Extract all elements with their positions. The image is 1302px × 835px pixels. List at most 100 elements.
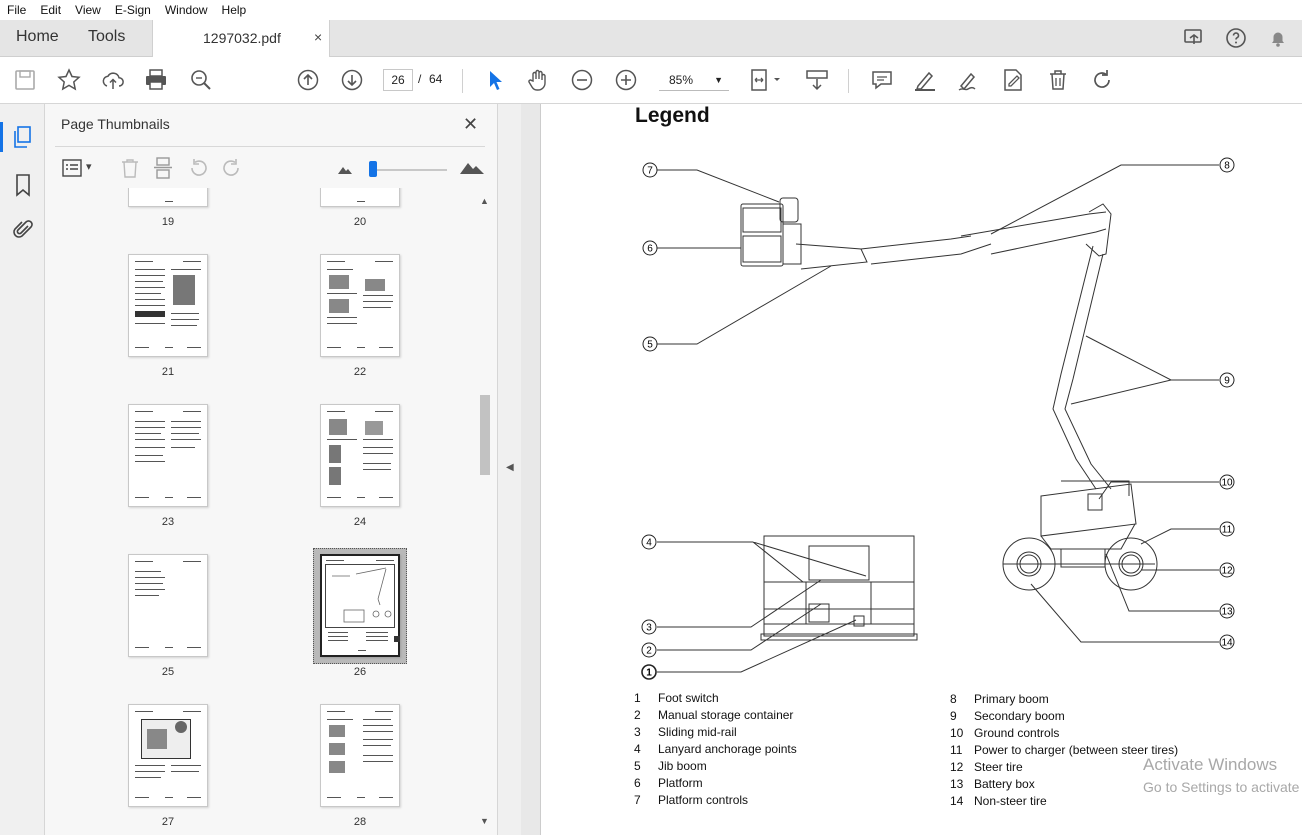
thumbnail-page-26[interactable] — [320, 554, 400, 657]
menu-view[interactable]: View — [75, 3, 101, 17]
rail-active-indicator — [0, 122, 3, 152]
rotate-right-icon[interactable] — [221, 157, 243, 179]
menu-esign[interactable]: E-Sign — [114, 3, 151, 17]
viewer-gutter — [521, 104, 541, 835]
page-thumbnails-panel: Page Thumbnails ✕ ▾ 19 20 — [45, 104, 497, 835]
print-icon[interactable] — [143, 67, 169, 93]
menu-edit[interactable]: Edit — [40, 3, 62, 17]
tab-document[interactable]: 1297032.pdf × — [152, 20, 330, 57]
page-fit-icon[interactable] — [749, 67, 785, 93]
panel-collapse-bar[interactable]: ◀ — [497, 104, 521, 835]
share-screen-icon[interactable] — [1182, 26, 1206, 50]
thumbnail-label: 27 — [161, 816, 175, 828]
next-page-icon[interactable] — [339, 67, 365, 93]
scroll-thumb[interactable] — [480, 395, 490, 475]
chevron-down-icon: ▼ — [714, 75, 723, 85]
scroll-down-icon[interactable]: ▼ — [480, 816, 489, 826]
thumbnail-page-22[interactable] — [320, 254, 400, 357]
zoom-search-icon[interactable] — [188, 67, 214, 93]
panel-close-icon[interactable]: ✕ — [463, 114, 479, 134]
thumbnail-label: 25 — [161, 666, 175, 678]
thumbnail-label: 22 — [353, 366, 367, 378]
page-number-input[interactable]: 26 — [383, 69, 413, 91]
menu-window[interactable]: Window — [164, 3, 208, 17]
callout-label: 14 — [1221, 638, 1233, 649]
thumbnail-tools: ▾ — [55, 146, 485, 186]
comment-icon[interactable] — [869, 67, 895, 93]
bookmark-star-icon[interactable] — [56, 67, 82, 93]
zoom-value: 85% — [669, 73, 694, 87]
thumbnail-page-24[interactable] — [320, 404, 400, 507]
page-total: 64 — [429, 72, 443, 86]
collapse-arrow-icon[interactable]: ◀ — [506, 462, 514, 473]
notifications-bell-icon[interactable] — [1266, 26, 1290, 50]
extract-pages-icon[interactable] — [152, 156, 174, 180]
callout-label: 1 — [646, 668, 652, 679]
thumbnail-options-icon[interactable] — [61, 157, 87, 179]
machine-diagram: 7 6 5 8 9 10 11 12 13 14 4 3 2 1 — [641, 157, 1235, 680]
hand-tool-icon[interactable] — [525, 67, 551, 93]
tab-tools[interactable]: Tools — [88, 28, 126, 45]
thumbnail-page-21[interactable] — [128, 254, 208, 357]
save-icon[interactable] — [12, 67, 38, 93]
menu-help[interactable]: Help — [221, 3, 247, 17]
page-separator: / — [418, 72, 422, 86]
thumbnail-page-23[interactable] — [128, 404, 208, 507]
thumbnail-scrollbar[interactable]: ▲ ▼ — [476, 190, 492, 831]
attachments-paperclip-icon[interactable] — [11, 217, 35, 243]
thumbnail-page-28[interactable] — [320, 704, 400, 807]
thumbnail-page-27[interactable] — [128, 704, 208, 807]
thumbnail-size-slider[interactable] — [373, 169, 447, 171]
thumbnail-page-19[interactable] — [128, 188, 208, 207]
thumbnail-page-20[interactable] — [320, 188, 400, 207]
thumbnail-label: 21 — [161, 366, 175, 378]
scroll-up-icon[interactable]: ▲ — [480, 196, 489, 206]
page-thumbnails-icon[interactable] — [11, 124, 35, 150]
callout-label: 3 — [646, 623, 652, 634]
main-toolbar: 26 / 64 85% ▼ — [0, 57, 1302, 104]
left-rail — [0, 104, 45, 835]
rotate-left-icon[interactable] — [187, 157, 209, 179]
bookmarks-icon[interactable] — [11, 172, 35, 198]
tab-home[interactable]: Home — [16, 28, 59, 45]
previous-page-icon[interactable] — [295, 67, 321, 93]
menu-file[interactable]: File — [7, 3, 27, 17]
thumbnail-list: 19 20 21 22 — [55, 188, 485, 835]
draw-freehand-icon[interactable] — [956, 67, 982, 93]
callout-label: 12 — [1221, 566, 1233, 577]
activate-windows-watermark: Activate Windows Go to Settings to activ… — [1143, 755, 1300, 795]
legend-title: Legend — [635, 104, 710, 127]
zoom-select[interactable]: 85% ▼ — [659, 69, 729, 91]
upload-cloud-icon[interactable] — [100, 67, 126, 93]
zoom-out-icon[interactable] — [569, 67, 595, 93]
callout-markers: 7 6 5 8 9 10 11 12 13 14 4 3 2 1 — [641, 157, 1235, 680]
rotate-icon[interactable] — [1089, 67, 1115, 93]
thumbnail-page-25[interactable] — [128, 554, 208, 657]
thumbnail-label: 19 — [161, 216, 175, 228]
zoom-in-icon[interactable] — [613, 67, 639, 93]
scroll-mode-icon[interactable] — [804, 67, 830, 93]
delete-pages-icon[interactable] — [119, 157, 141, 179]
large-mountain-icon — [460, 163, 484, 174]
tab-close-icon[interactable]: × — [314, 29, 323, 45]
help-icon[interactable] — [1224, 26, 1248, 50]
callout-label: 2 — [646, 646, 652, 657]
chevron-down-icon[interactable]: ▾ — [86, 161, 92, 173]
slider-handle[interactable] — [369, 161, 377, 177]
highlight-pen-icon[interactable] — [912, 67, 938, 93]
delete-trash-icon[interactable] — [1045, 67, 1071, 93]
edit-document-icon[interactable] — [1000, 67, 1026, 93]
select-cursor-icon[interactable] — [482, 67, 508, 93]
callout-label: 7 — [647, 166, 653, 177]
thumbnail-label: 28 — [353, 816, 367, 828]
